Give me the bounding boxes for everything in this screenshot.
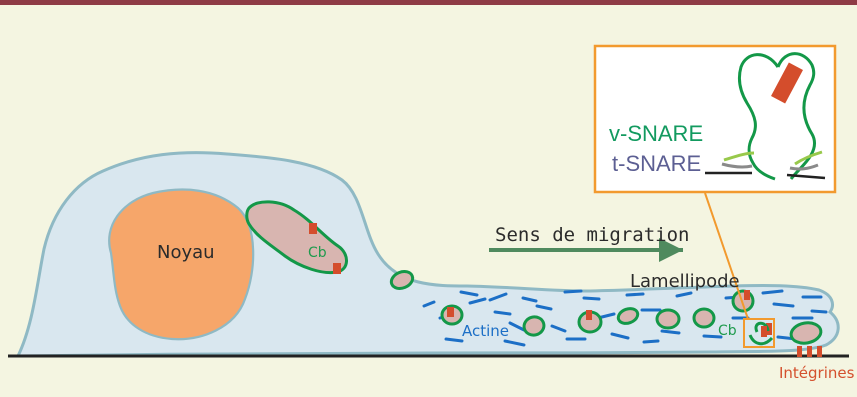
- vesicle-3: [522, 315, 546, 337]
- golgi-receptor-top: [309, 223, 317, 234]
- vesicle-6: [655, 308, 681, 330]
- vesicles: [389, 270, 823, 345]
- t-snare-label: t-SNARE: [612, 151, 701, 176]
- v-snare-label: v-SNARE: [609, 121, 703, 146]
- vesicle-5: [616, 307, 640, 325]
- integrins-label: Intégrines: [779, 364, 855, 382]
- vesicle-1: [389, 270, 415, 290]
- inset-receptor: [771, 62, 803, 104]
- golgi-receptor-bottom: [333, 263, 341, 274]
- zoom-connector: [704, 192, 749, 320]
- actin-label: Actine: [462, 322, 509, 340]
- vesicle-9: [789, 321, 823, 345]
- migration-label: Sens de migration: [495, 224, 689, 246]
- nucleus-label: Noyau: [157, 242, 215, 263]
- cell-migration-diagram: Noyau Cb Sens de migration Lamellipode A…: [8, 44, 855, 382]
- front-fusion: [748, 321, 774, 346]
- vesicle-7: [692, 307, 716, 329]
- front-vesicle-label: Cb: [718, 323, 737, 339]
- golgi-label: Cb: [308, 245, 327, 261]
- nucleus: [108, 188, 255, 341]
- zoom-box-small: [743, 318, 775, 348]
- integrins: [797, 346, 822, 357]
- inset-snare-drawing: [705, 52, 826, 181]
- lamellipod-label: Lamellipode: [630, 271, 740, 292]
